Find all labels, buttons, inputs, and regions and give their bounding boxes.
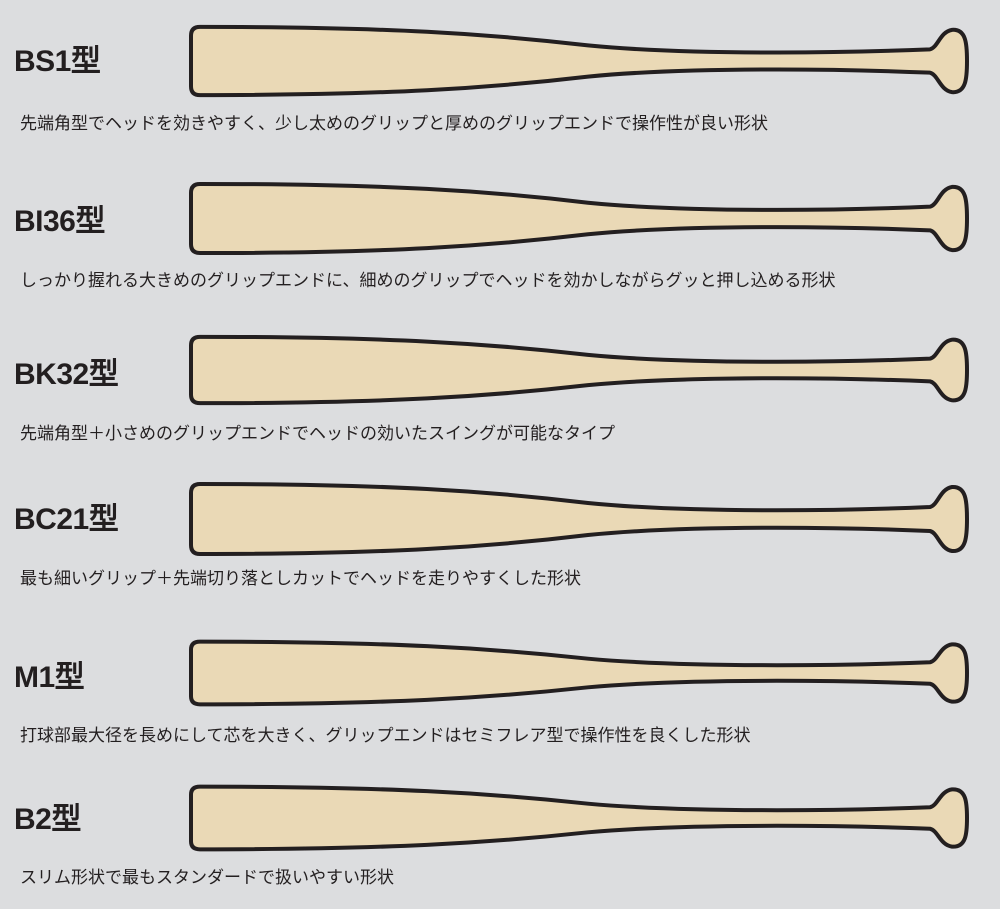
bat-silhouette (188, 181, 970, 256)
bat-type-description: 先端角型＋小さめのグリップエンドでヘッドの効いたスイングが可能なタイプ (20, 424, 615, 443)
bat-outline (191, 787, 967, 850)
bat-type-title: BK32型 (14, 358, 119, 391)
bat-outline (191, 484, 967, 554)
bat-silhouette (188, 24, 970, 98)
bat-type-description: 打球部最大径を長めにして芯を大きく、グリップエンドはセミフレア型で操作性を良くし… (20, 726, 751, 745)
bat-silhouette (188, 784, 970, 852)
bat-outline (191, 184, 967, 253)
bat-outline (191, 337, 967, 403)
bat-outline (191, 642, 967, 705)
bat-type-title: BI36型 (14, 205, 105, 238)
bat-type-title: B2型 (14, 803, 81, 836)
bat-type-title: BC21型 (14, 503, 119, 536)
bat-type-title: BS1型 (14, 45, 101, 78)
bat-silhouette (188, 481, 970, 557)
bat-outline (191, 27, 967, 95)
bat-type-title: M1型 (14, 661, 85, 694)
bat-silhouette (188, 334, 970, 406)
bat-type-description: 最も細いグリップ＋先端切り落としカットでヘッドを走りやすくした形状 (20, 569, 581, 588)
bat-type-description: スリム形状で最もスタンダードで扱いやすい形状 (20, 868, 394, 887)
bat-silhouette (188, 639, 970, 707)
bat-type-description: 先端角型でヘッドを効きやすく、少し太めのグリップと厚めのグリップエンドで操作性が… (20, 114, 768, 133)
bat-type-description: しっかり握れる大きめのグリップエンドに、細めのグリップでヘッドを効かしながらグッ… (20, 271, 836, 290)
